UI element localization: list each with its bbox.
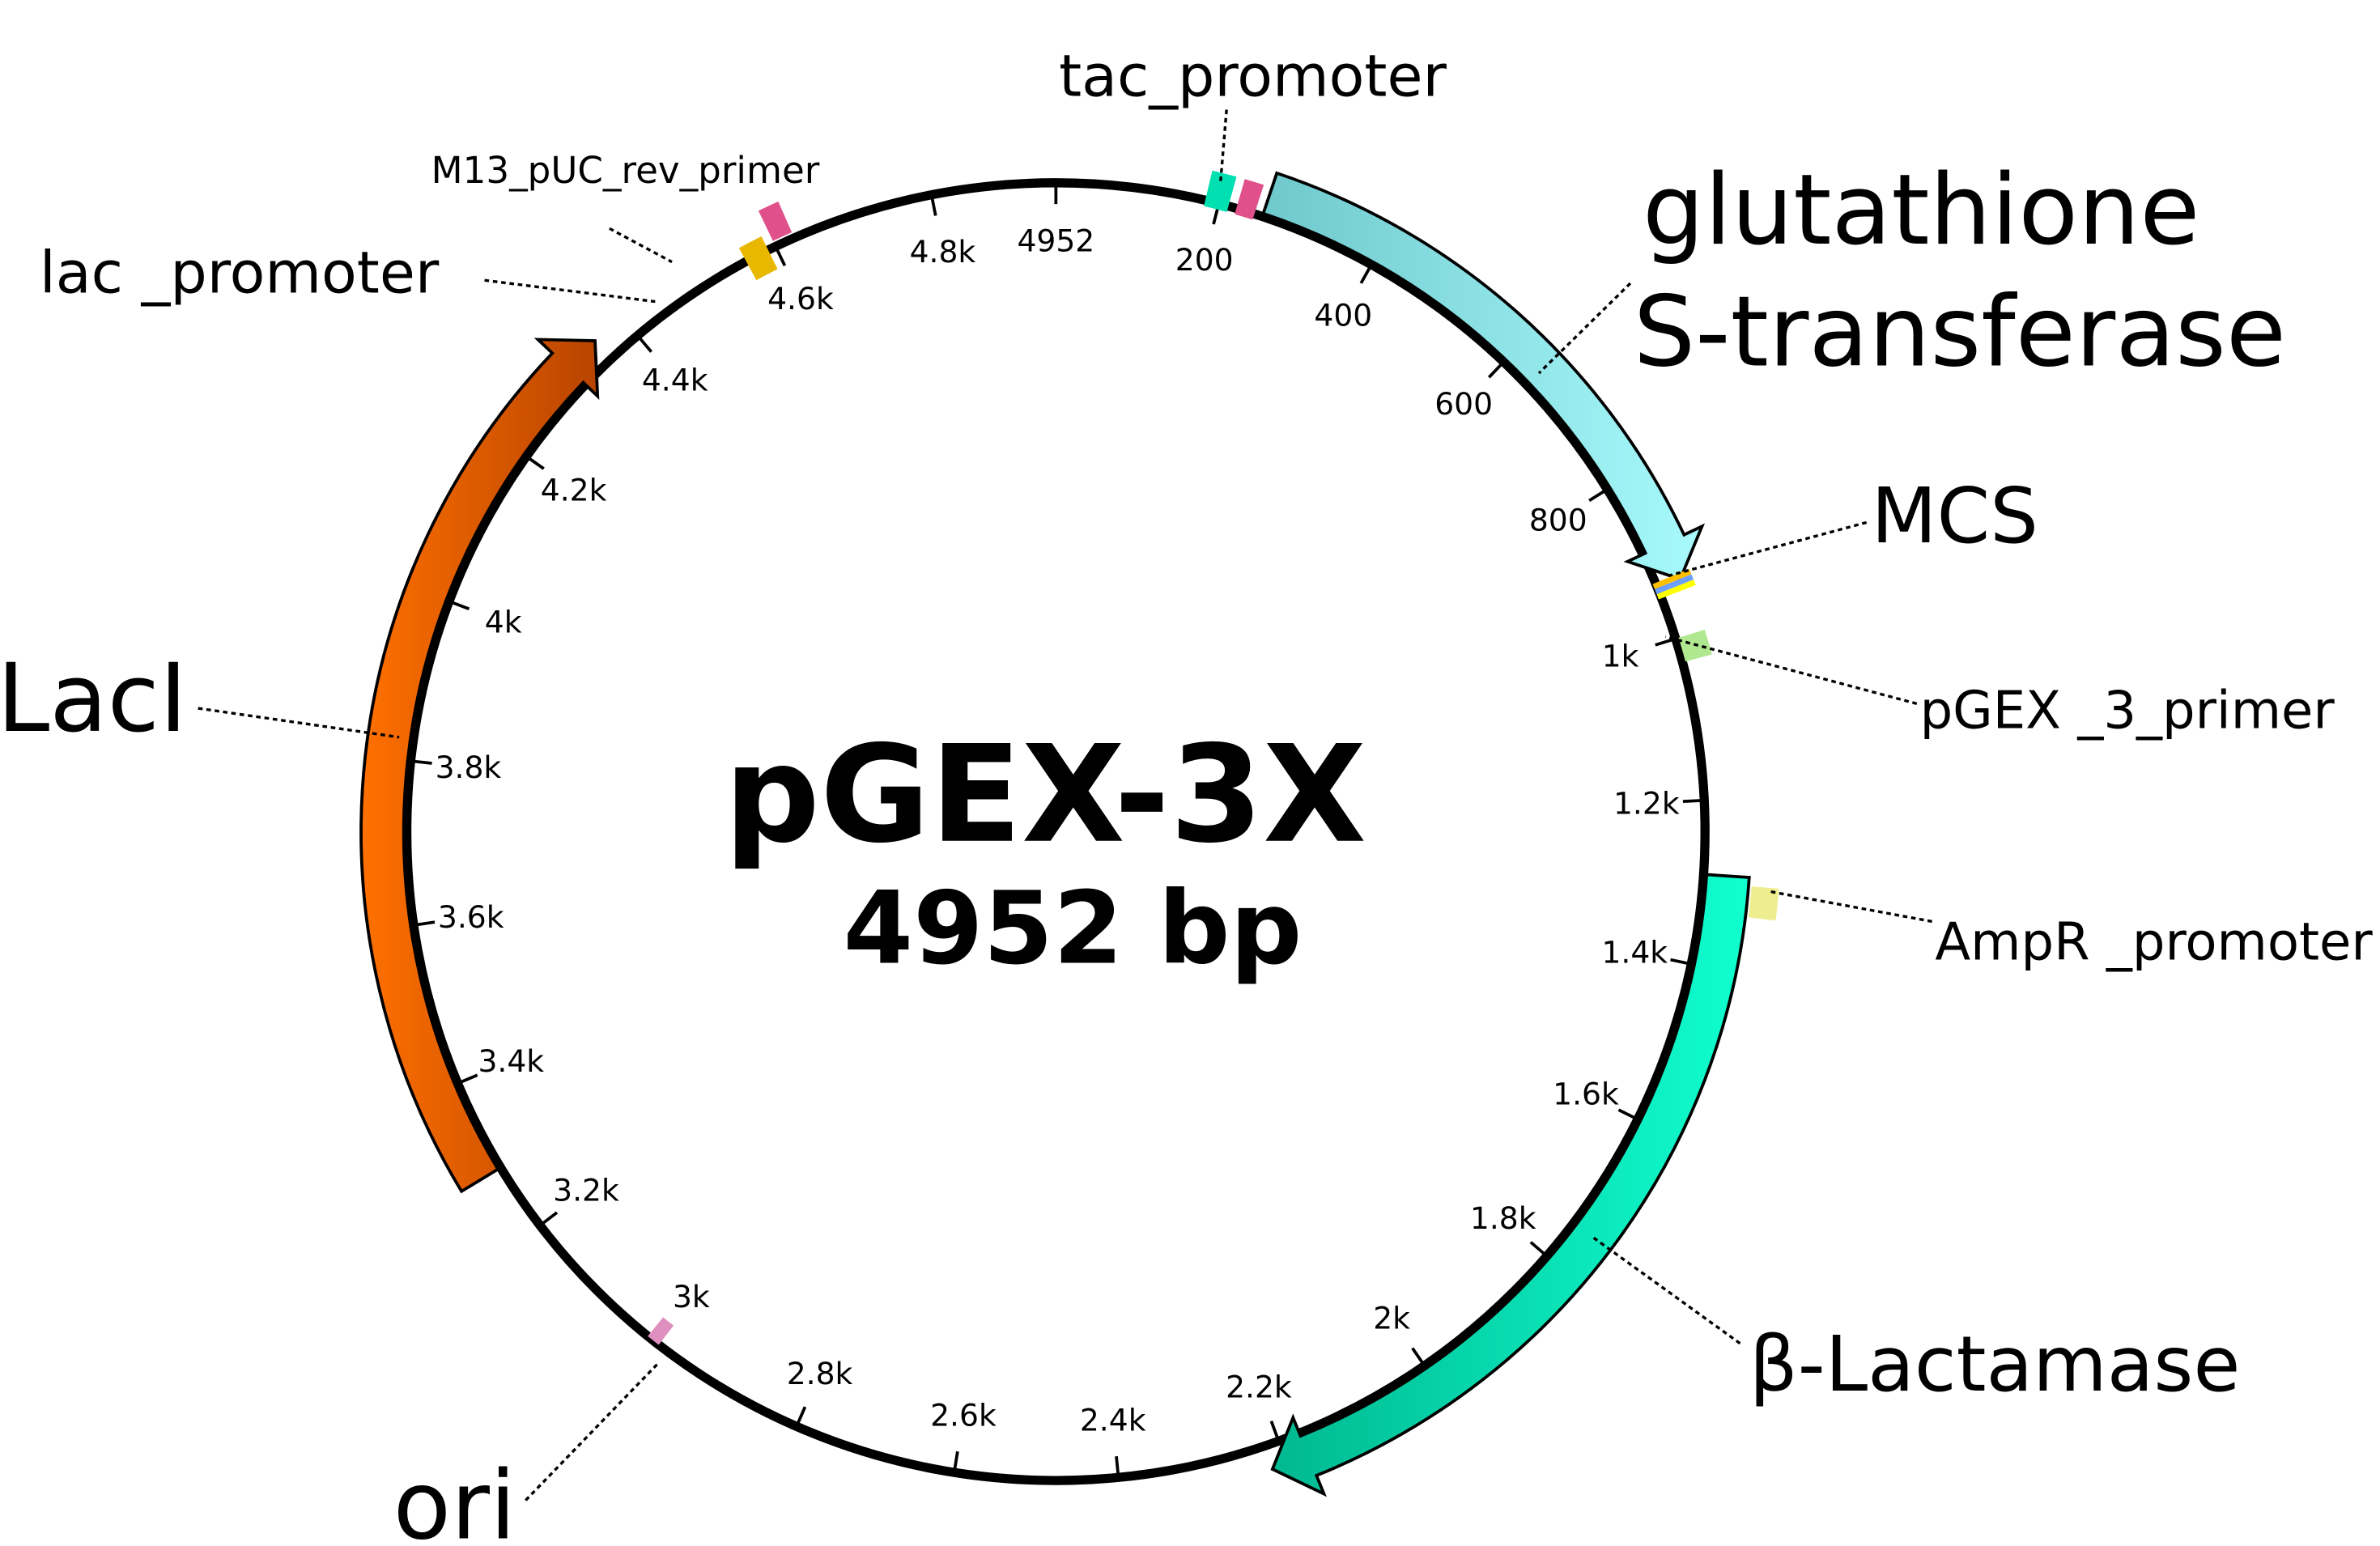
plasmid-size: 4952 bp — [844, 870, 1303, 987]
tick-label: 2k — [1373, 1301, 1410, 1336]
tick-mark — [1529, 1241, 1546, 1255]
tick-mark — [1115, 1455, 1120, 1475]
tick-label: 1.2k — [1613, 785, 1680, 821]
leader-ampr — [1767, 890, 1932, 924]
tick-label: 3.2k — [553, 1173, 619, 1208]
plasmid-name: pGEX-3X — [724, 717, 1366, 873]
laci-arrow — [359, 338, 600, 1194]
tick-label: 3.8k — [436, 750, 502, 785]
leader-mcs — [1668, 520, 1868, 577]
beta-lactamase-label: β-Lactamase — [1749, 1321, 2241, 1409]
tick-mark — [1269, 1421, 1279, 1439]
tick-label: 1.6k — [1553, 1076, 1619, 1111]
mcs-label: MCS — [1871, 473, 2038, 561]
tick-label: 4.4k — [642, 362, 708, 397]
tick-mark — [460, 1073, 478, 1084]
tick-label: 800 — [1529, 502, 1587, 537]
tick-label: 400 — [1314, 298, 1372, 333]
tick-label: 1k — [1602, 638, 1639, 673]
tick-mark — [1411, 1347, 1425, 1365]
tick-mark — [416, 920, 436, 927]
leader-lines — [198, 109, 1932, 1501]
tick-label: 4k — [485, 604, 522, 639]
tick-mark — [953, 1450, 959, 1470]
tick-label: 2.4k — [1080, 1402, 1146, 1438]
tick-label: 200 — [1175, 242, 1234, 278]
laci-label: LacI — [0, 643, 187, 754]
tick-mark — [1588, 489, 1606, 503]
ampr-promoter-marker — [1748, 886, 1779, 921]
tick-label: 3.6k — [438, 899, 504, 935]
leader-lac-promoter — [484, 278, 656, 304]
tick-mark — [413, 759, 432, 765]
ori-label: ori — [393, 1451, 516, 1546]
tick-label: 3k — [673, 1279, 710, 1315]
lac-operator-marker — [1235, 179, 1264, 220]
tick-label: 2.8k — [787, 1356, 853, 1391]
tick-marks: 4952 200 400 600 800 1k 1.2k 1.4k 1.6k 1.8k 2k 2.2k… — [413, 185, 1702, 1475]
tick-label: 2.6k — [930, 1398, 997, 1433]
tick-mark — [1487, 363, 1503, 379]
tick-mark — [1617, 1108, 1636, 1119]
m13-puc-rev-primer-marker — [758, 202, 793, 241]
gst-label-line1: glutathione — [1643, 154, 2199, 267]
pgex-3-primer-label: pGEX _3_primer — [1920, 681, 2335, 741]
tac-promoter-marker — [1204, 170, 1237, 212]
tick-mark — [451, 601, 470, 611]
tick-label: 4.8k — [910, 234, 976, 270]
tac-promoter-label: tac_promoter — [1059, 43, 1447, 110]
leader-bla — [1591, 1235, 1741, 1345]
tick-label: 1.8k — [1470, 1200, 1536, 1236]
tick-mark — [930, 197, 937, 216]
tick-mark — [1670, 958, 1689, 966]
m13-puc-rev-primer-label: M13_pUC_rev_primer — [431, 149, 820, 192]
leader-tac — [1218, 109, 1228, 183]
mcs-stripe — [1652, 568, 1692, 589]
tick-label: 4.2k — [541, 472, 607, 508]
tick-mark — [528, 457, 545, 470]
leader-ori — [525, 1362, 660, 1501]
gst-label-line2: S-transferase — [1634, 276, 2286, 389]
mcs-stripe — [1656, 580, 1696, 600]
tick-label: 3.4k — [478, 1043, 544, 1079]
lac-promoter-marker — [738, 236, 778, 281]
tick-mark — [1655, 638, 1673, 647]
leader-pgex — [1664, 635, 1918, 706]
tick-mark — [638, 337, 653, 353]
tick-mark — [775, 248, 787, 267]
lac-promoter-label: lac _promoter — [40, 239, 440, 306]
beta-lactamase-arrow — [1270, 873, 1751, 1497]
tick-mark — [796, 1406, 807, 1425]
leader-laci — [198, 707, 400, 739]
leader-gst — [1537, 282, 1632, 375]
tick-label: 600 — [1434, 386, 1493, 422]
tick-mark — [541, 1211, 559, 1225]
ori-marker — [648, 1317, 674, 1345]
backbone-circle — [402, 178, 1710, 1485]
leader-m13 — [609, 227, 673, 264]
tick-label: 4952 — [1017, 223, 1094, 258]
tick-label: 1.4k — [1601, 935, 1668, 970]
ampr-promoter-label: AmpR _promoter — [1935, 913, 2373, 973]
tick-label: 2.2k — [1226, 1369, 1292, 1404]
features — [359, 170, 1779, 1497]
mcs-stripe — [1655, 574, 1694, 595]
tick-mark — [1359, 266, 1371, 284]
tick-label: 4.6k — [767, 281, 834, 316]
